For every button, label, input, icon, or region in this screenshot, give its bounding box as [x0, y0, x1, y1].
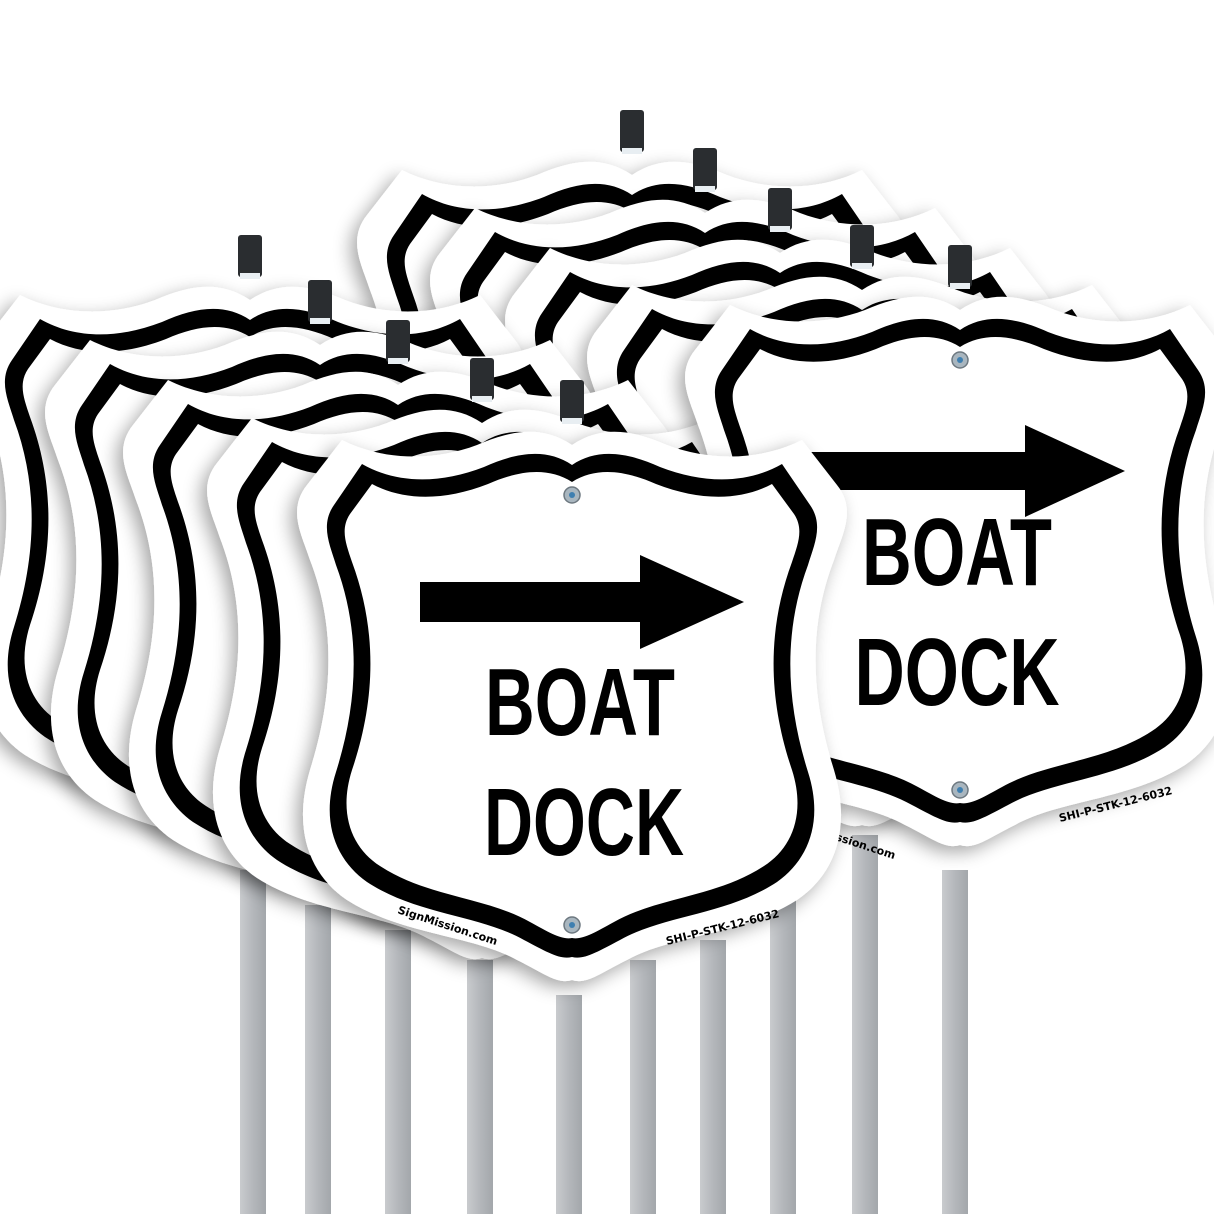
sign-line2: DOCK — [855, 619, 1060, 726]
arrow-right-icon — [800, 425, 1125, 517]
sign-line1: BOAT — [862, 499, 1052, 606]
sign-line2: DOCK — [484, 769, 684, 876]
sign-line1: BOAT — [485, 649, 675, 756]
sign-main-front: BOAT DOCK SignMission.com SHI-P-STK-12-6… — [297, 380, 847, 981]
arrow-right-icon — [420, 555, 744, 649]
stakes — [240, 835, 968, 1214]
